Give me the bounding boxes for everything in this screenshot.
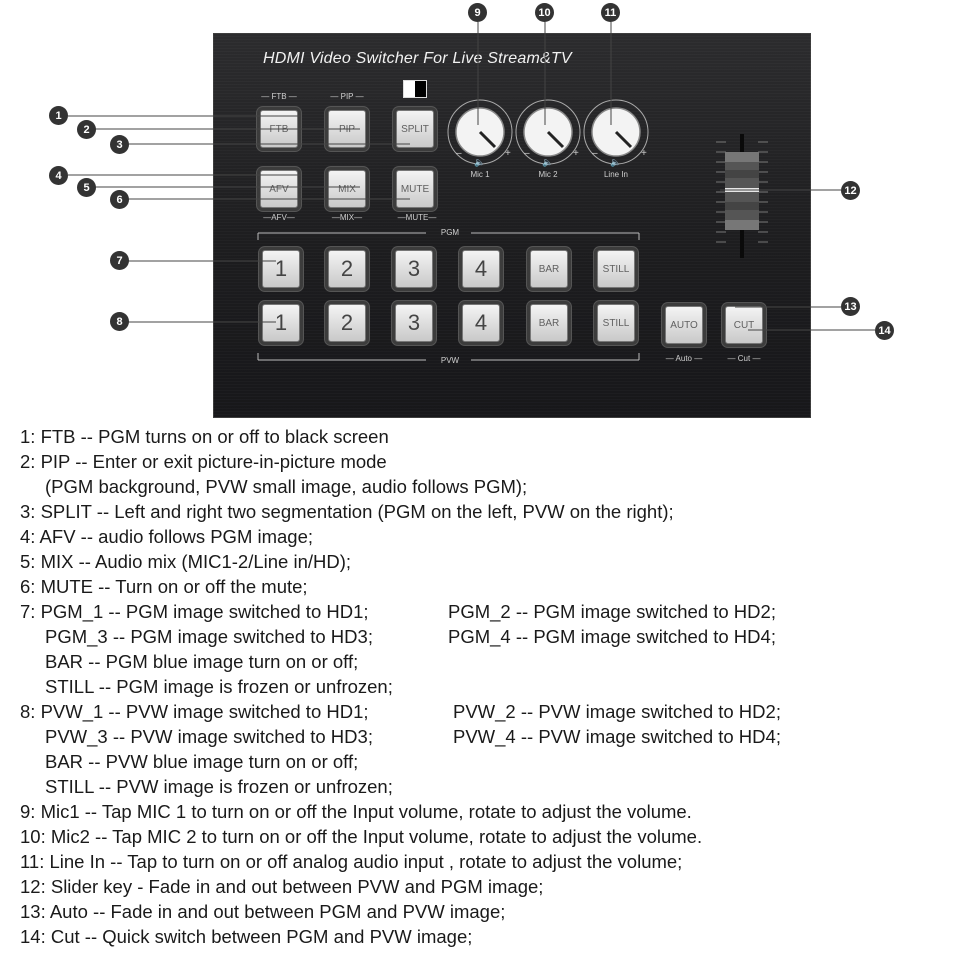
callout-12: 12: [841, 181, 860, 200]
pvw-button-3[interactable]: 3: [395, 304, 433, 342]
mix-button[interactable]: MIX: [328, 170, 366, 208]
pvw-label: PVW: [440, 356, 460, 365]
callout-8: 8: [110, 312, 129, 331]
legend-line: (PGM background, PVW small image, audio …: [45, 476, 528, 497]
pgm-label: PGM: [440, 228, 460, 237]
legend-line: PVW_2 -- PVW image switched to HD2;: [453, 701, 781, 722]
callout-9: 9: [468, 3, 487, 22]
legend-line: BAR -- PGM blue image turn on or off;: [45, 651, 359, 672]
ftb-button[interactable]: FTB: [260, 110, 298, 148]
pgm-button-4[interactable]: 4: [462, 250, 500, 288]
auto-bottom-label: — Auto —: [665, 354, 703, 363]
legend-line: 8: PVW_1 -- PVW image switched to HD1;: [20, 701, 369, 722]
mic1-plus: +: [505, 148, 511, 159]
cut-button[interactable]: CUT: [725, 306, 763, 344]
legend-line: BAR -- PVW blue image turn on or off;: [45, 751, 359, 772]
callout-4: 4: [49, 166, 68, 185]
legend-line: 12: Slider key - Fade in and out between…: [20, 876, 544, 897]
pip-top-label: — PIP —: [330, 92, 364, 101]
legend-line: STILL -- PVW image is frozen or unfrozen…: [45, 776, 393, 797]
pgm-button-3[interactable]: 3: [395, 250, 433, 288]
mic2-label: Mic 2: [538, 170, 558, 179]
legend-line: 9: Mic1 -- Tap MIC 1 to turn on or off t…: [20, 801, 692, 822]
mute-bottom-label: —MUTE—: [397, 213, 437, 222]
legend-line: PGM_3 -- PGM image switched to HD3;: [45, 626, 373, 647]
pgm-button-2[interactable]: 2: [328, 250, 366, 288]
callout-14: 14: [875, 321, 894, 340]
pgm-button-1[interactable]: 1: [262, 250, 300, 288]
pvw-button-2[interactable]: 2: [328, 304, 366, 342]
line-in-label: Line In: [603, 170, 629, 179]
line-in-plus: +: [641, 148, 647, 159]
mute-button[interactable]: MUTE: [396, 170, 434, 208]
legend-line: 5: MIX -- Audio mix (MIC1-2/Line in/HD);: [20, 551, 352, 572]
mic1-knob[interactable]: [447, 99, 513, 165]
line-in-minus: –: [592, 148, 598, 159]
ftb-top-label: — FTB —: [261, 92, 297, 101]
device-title: HDMI Video Switcher For Live Stream&TV: [263, 50, 572, 67]
mic1-speaker-icon: 🔈: [474, 157, 486, 167]
mic2-minus: –: [524, 148, 530, 159]
cut-bottom-label: — Cut —: [727, 354, 761, 363]
callout-2: 2: [77, 120, 96, 139]
callout-1: 1: [49, 106, 68, 125]
legend-line: 2: PIP -- Enter or exit picture-in-pictu…: [20, 451, 387, 472]
mic2-speaker-icon: 🔈: [542, 157, 554, 167]
legend-line: PVW_4 -- PVW image switched to HD4;: [453, 726, 781, 747]
afv-bottom-label: —AFV—: [263, 213, 295, 222]
mic1-minus: –: [456, 148, 462, 159]
split-screen-icon: [403, 80, 427, 98]
auto-button[interactable]: AUTO: [665, 306, 703, 344]
legend-line: 6: MUTE -- Turn on or off the mute;: [20, 576, 308, 597]
legend-line: STILL -- PGM image is frozen or unfrozen…: [45, 676, 393, 697]
mic2-plus: +: [573, 148, 579, 159]
callout-7: 7: [110, 251, 129, 270]
t-bar-slider[interactable]: [712, 130, 772, 260]
legend-line: 4: AFV -- audio follows PGM image;: [20, 526, 314, 547]
pgm-still-button[interactable]: STILL: [597, 250, 635, 288]
line-in-speaker-icon: 🔈: [610, 157, 622, 167]
legend-line: 7: PGM_1 -- PGM image switched to HD1;: [20, 601, 369, 622]
legend-line: 1: FTB -- PGM turns on or off to black s…: [20, 426, 389, 447]
legend-line: 11: Line In -- Tap to turn on or off ana…: [20, 851, 683, 872]
legend-line: 3: SPLIT -- Left and right two segmentat…: [20, 501, 674, 522]
legend-line: 13: Auto -- Fade in and out between PGM …: [20, 901, 506, 922]
pip-button[interactable]: PIP: [328, 110, 366, 148]
mic2-knob[interactable]: [515, 99, 581, 165]
pvw-still-button[interactable]: STILL: [597, 304, 635, 342]
callout-13: 13: [841, 297, 860, 316]
switcher-panel: [213, 33, 811, 418]
afv-button[interactable]: AFV: [260, 170, 298, 208]
legend-line: PGM_2 -- PGM image switched to HD2;: [448, 601, 776, 622]
pgm-divider: [257, 232, 640, 240]
pvw-bar-button[interactable]: BAR: [530, 304, 568, 342]
mic1-label: Mic 1: [470, 170, 490, 179]
legend-line: 10: Mic2 -- Tap MIC 2 to turn on or off …: [20, 826, 703, 847]
pvw-divider: [257, 353, 640, 361]
callout-11: 11: [601, 3, 620, 22]
pgm-bar-button[interactable]: BAR: [530, 250, 568, 288]
pvw-button-1[interactable]: 1: [262, 304, 300, 342]
legend-line: 14: Cut -- Quick switch between PGM and …: [20, 926, 473, 947]
knobs-group: [447, 99, 649, 165]
callout-5: 5: [77, 178, 96, 197]
legend-line: PGM_4 -- PGM image switched to HD4;: [448, 626, 776, 647]
callout-10: 10: [535, 3, 554, 22]
callout-3: 3: [110, 135, 129, 154]
line-in-knob[interactable]: [583, 99, 649, 165]
legend-line: PVW_3 -- PVW image switched to HD3;: [45, 726, 373, 747]
pvw-button-4[interactable]: 4: [462, 304, 500, 342]
callout-6: 6: [110, 190, 129, 209]
mix-bottom-label: —MIX—: [331, 213, 363, 222]
split-button[interactable]: SPLIT: [396, 110, 434, 148]
